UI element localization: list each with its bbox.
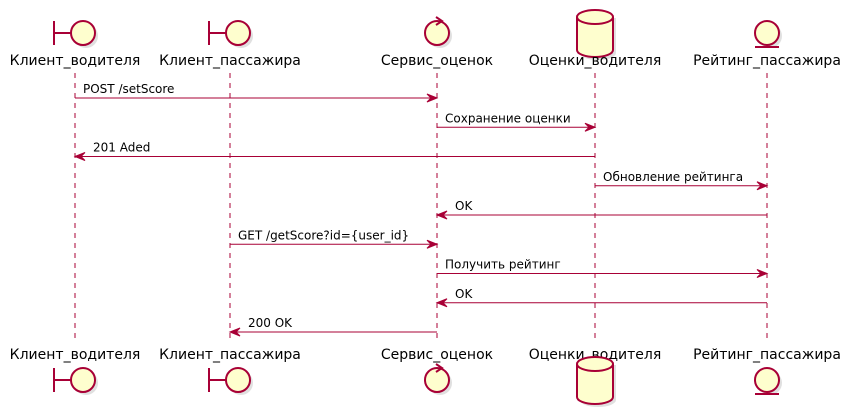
message-label: POST /setScore xyxy=(83,82,174,96)
message-label: Сохранение оценки xyxy=(445,111,571,125)
participant-label-bottom-passenger_client: Клиент_пассажира xyxy=(159,347,301,363)
message-5: OK xyxy=(435,199,767,220)
boundary-icon xyxy=(208,367,253,395)
message-8: OK xyxy=(435,287,767,308)
arrowhead xyxy=(435,210,448,220)
arrowhead xyxy=(756,181,769,191)
participant-label-driver_ratings: Оценки_водителя xyxy=(529,53,662,69)
arrowhead xyxy=(228,327,241,337)
boundary-icon xyxy=(208,20,253,48)
participants-bottom: Клиент_водителя Клиент_пассажира Сервис_оц… xyxy=(10,347,841,407)
message-label: Обновление рейтинга xyxy=(603,170,743,184)
entity-icon xyxy=(754,367,782,395)
arrowhead xyxy=(756,269,769,278)
lifelines xyxy=(74,73,768,343)
message-label: OK xyxy=(455,287,473,301)
arrowhead xyxy=(73,152,86,161)
participant-label-bottom-driver_ratings: Оценки_водителя xyxy=(529,347,662,363)
arrowhead xyxy=(426,93,439,103)
participant-label-driver_client: Клиент_водителя xyxy=(10,53,141,69)
message-label: GET /getScore?id={user_id} xyxy=(238,228,409,242)
participant-label-passenger_client: Клиент_пассажира xyxy=(159,53,301,69)
participant-label-bottom-rating_service: Сервис_оценок xyxy=(381,347,493,363)
participants-top: Клиент_водителя Клиент_пассажира Сервис_оц… xyxy=(10,9,841,69)
participant-label-passenger_rating: Рейтинг_пассажира xyxy=(693,53,841,69)
participant-label-rating_service: Сервис_оценок xyxy=(381,53,493,69)
message-4: Обновление рейтинга xyxy=(595,170,769,191)
entity-icon xyxy=(754,20,782,48)
message-label: 200 OK xyxy=(248,316,293,330)
message-3: 201 Aded xyxy=(73,141,595,161)
message-1: POST /setScore xyxy=(75,82,439,103)
message-9: 200 OK xyxy=(228,316,437,337)
database-icon xyxy=(576,356,616,407)
boundary-icon xyxy=(53,20,98,48)
message-label: Получить рейтинг xyxy=(445,258,561,272)
arrowhead xyxy=(435,298,448,308)
message-6: GET /getScore?id={user_id} xyxy=(230,228,439,249)
message-label: 201 Aded xyxy=(93,141,150,155)
arrowhead xyxy=(426,239,439,249)
control-icon xyxy=(424,16,452,48)
arrowhead xyxy=(584,122,597,132)
database-icon xyxy=(576,9,616,60)
message-label: OK xyxy=(455,199,473,213)
boundary-icon xyxy=(53,367,98,395)
message-7: Получить рейтинг xyxy=(437,258,769,278)
participant-label-bottom-passenger_rating: Рейтинг_пассажира xyxy=(693,347,841,363)
message-2: Сохранение оценки xyxy=(437,111,597,132)
participant-label-bottom-driver_client: Клиент_водителя xyxy=(10,347,141,363)
control-icon xyxy=(424,363,452,395)
